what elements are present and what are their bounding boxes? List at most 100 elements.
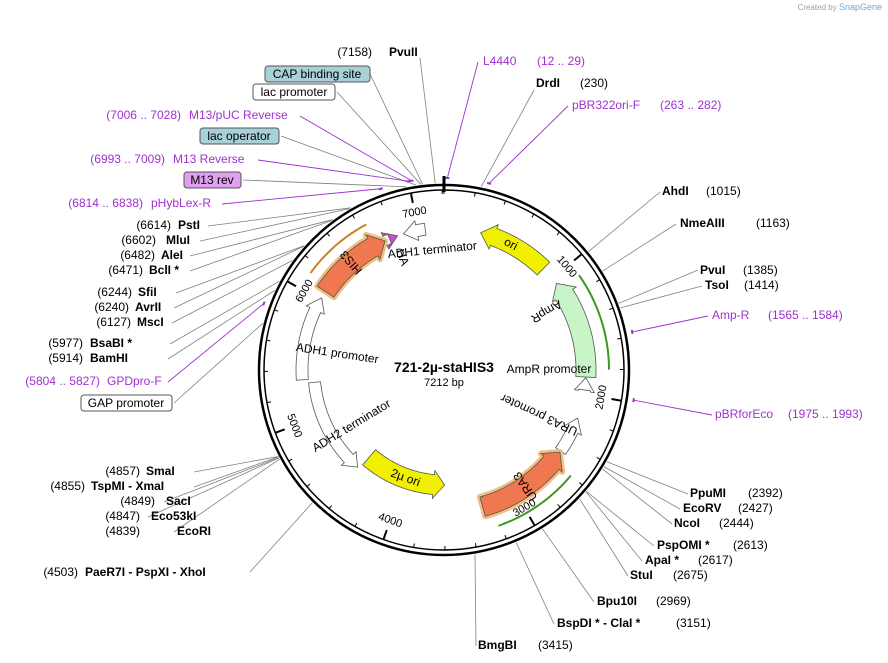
feature-ura3[interactable] xyxy=(479,451,563,517)
primer-site xyxy=(378,187,383,191)
minor-tick xyxy=(354,522,358,527)
feature-his3[interactable] xyxy=(316,234,386,298)
enzyme-saci[interactable]: SacI xyxy=(166,494,191,508)
feature-ura3-promoter[interactable] xyxy=(555,417,582,456)
enzyme-coord: (6240) xyxy=(94,300,129,314)
enzyme-avrii[interactable]: AvrII xyxy=(135,300,161,314)
enzyme-mlui[interactable]: MluI xyxy=(166,233,190,247)
enzyme-apai[interactable]: ApaI * xyxy=(645,553,679,567)
enzyme-ahdi[interactable]: AhdI xyxy=(662,184,689,198)
tick-label: 6000 xyxy=(293,278,316,305)
enzyme-bcli[interactable]: BclI * xyxy=(149,263,179,277)
enzyme-nmeaiii[interactable]: NmeAIII xyxy=(680,216,725,230)
feature-ha[interactable] xyxy=(380,232,399,250)
primer-range: (6814 .. 6838) xyxy=(68,196,143,210)
enzyme-coord: (6244) xyxy=(97,285,132,299)
enzyme-bspdi-clai[interactable]: BspDI * - ClaI * xyxy=(557,616,641,630)
feature-label: lac promoter xyxy=(261,85,328,99)
snapgene-credit: Created by SnapGene xyxy=(797,2,882,12)
feature-adh1-terminator[interactable] xyxy=(402,219,427,242)
primer-m13-puc-reverse[interactable]: M13/pUC Reverse xyxy=(189,108,288,122)
feature-label-ura3-promoter: URA3 promoter xyxy=(498,391,580,439)
enzyme-coord: (1163) xyxy=(756,216,790,230)
enzyme-coord: (230) xyxy=(580,76,608,90)
primer-gpdpro-f[interactable]: GPDpro-F xyxy=(107,374,162,388)
enzyme-ncoi[interactable]: NcoI xyxy=(674,516,700,530)
enzyme-ecori[interactable]: EcoRI xyxy=(177,524,211,538)
primer-pbr322ori-f[interactable]: pBR322ori-F xyxy=(572,98,640,112)
feature-box-lac-promoter[interactable]: lac promoter xyxy=(252,83,336,101)
minor-tick xyxy=(352,214,355,219)
feature-box-lac-operator[interactable]: lac operator xyxy=(199,127,280,145)
enzyme-pspomi[interactable]: PspOMI * xyxy=(657,538,710,552)
enzyme-tsoi[interactable]: TsoI xyxy=(705,278,729,292)
enzyme-tspmi-xmai[interactable]: TspMI - XmaI xyxy=(91,479,164,493)
enzyme-pvuii[interactable]: PvuII xyxy=(389,45,418,59)
primer-phyblex-r[interactable]: pHybLex-R xyxy=(151,196,211,210)
enzyme-psti[interactable]: PstI xyxy=(178,218,200,232)
enzyme-msci[interactable]: MscI xyxy=(137,315,164,329)
enzyme-coord: (1385) xyxy=(743,263,778,277)
leader-line xyxy=(207,207,351,227)
leader-line xyxy=(175,245,305,294)
enzyme-stui[interactable]: StuI xyxy=(630,568,653,582)
enzyme-ppumi[interactable]: PpuMI xyxy=(690,486,726,500)
feature-box-m13-rev[interactable]: M13 rev xyxy=(183,171,242,189)
leader-line xyxy=(171,260,293,324)
enzyme-bmgbi[interactable]: BmgBI xyxy=(478,638,517,652)
primer-line xyxy=(446,61,479,179)
minor-tick xyxy=(578,482,583,486)
enzyme-coord: (4857) xyxy=(105,464,140,478)
enzyme-coord: (2427) xyxy=(738,501,773,515)
enzyme-eco53ki[interactable]: Eco53kI xyxy=(151,509,196,523)
primer-l4440[interactable]: L4440 xyxy=(483,54,517,68)
primer-line xyxy=(167,303,265,383)
enzyme-coord: (4847) xyxy=(105,509,140,523)
feature-label-ori: ori xyxy=(502,235,520,254)
enzyme-coord: (5977) xyxy=(48,336,83,350)
feature-adh1-promoter[interactable] xyxy=(295,297,325,381)
enzyme-pvui[interactable]: PvuI xyxy=(700,263,725,277)
feature-adh2-terminator[interactable] xyxy=(308,381,359,468)
primer-pbrforeco[interactable]: pBRforEco xyxy=(715,407,773,421)
enzyme-smai[interactable]: SmaI xyxy=(146,464,175,478)
primer-site xyxy=(262,301,266,306)
tick-label: 2000 xyxy=(594,384,610,410)
enzyme-alei[interactable]: AleI xyxy=(161,248,183,262)
feature-box-cap-binding-site[interactable]: CAP binding site xyxy=(264,65,371,83)
leader-line xyxy=(588,191,661,252)
enzyme-bsabi[interactable]: BsaBI * xyxy=(90,336,132,350)
primer-amp-r[interactable]: Amp-R xyxy=(712,308,750,322)
enzyme-bpu10i[interactable]: Bpu10I xyxy=(597,594,637,608)
minor-tick xyxy=(380,201,383,206)
leader-line xyxy=(419,57,436,184)
feature-ampr[interactable] xyxy=(551,282,597,378)
primer-m13-reverse[interactable]: M13 Reverse xyxy=(173,152,245,166)
enzyme-coord: (4849) xyxy=(120,494,155,508)
feature-ori[interactable] xyxy=(480,224,551,276)
minor-tick xyxy=(274,309,279,312)
enzyme-drdi[interactable]: DrdI xyxy=(536,76,560,90)
leader-line xyxy=(173,458,280,533)
plasmid-name: 721-2µ-staHIS3 xyxy=(394,359,494,375)
feature-2u-ori[interactable] xyxy=(362,449,446,500)
primer-line xyxy=(221,188,381,205)
tick-label: 4000 xyxy=(377,511,404,531)
leader-line xyxy=(193,456,279,473)
enzyme-ecorv[interactable]: EcoRV xyxy=(683,501,721,515)
enzyme-coord: (4503) xyxy=(43,565,78,579)
leader-line xyxy=(585,491,643,562)
leader-line xyxy=(242,179,407,188)
enzyme-coord: (6482) xyxy=(120,248,155,262)
leader-line xyxy=(606,461,689,495)
enzyme-sfii[interactable]: SfiI xyxy=(138,285,157,299)
enzyme-bamhi[interactable]: BamHI xyxy=(90,351,128,365)
enzyme-paer7i-pspxi-xhoi[interactable]: PaeR7I - PspXI - XhoI xyxy=(85,565,206,579)
minor-tick xyxy=(413,543,415,548)
leader-line xyxy=(173,322,264,404)
feature-ampr-promoter[interactable] xyxy=(573,376,596,394)
feature-box-gap-promoter[interactable]: GAP promoter xyxy=(80,394,173,412)
leader-line xyxy=(620,285,703,309)
enzyme-coord: (5914) xyxy=(48,351,83,365)
